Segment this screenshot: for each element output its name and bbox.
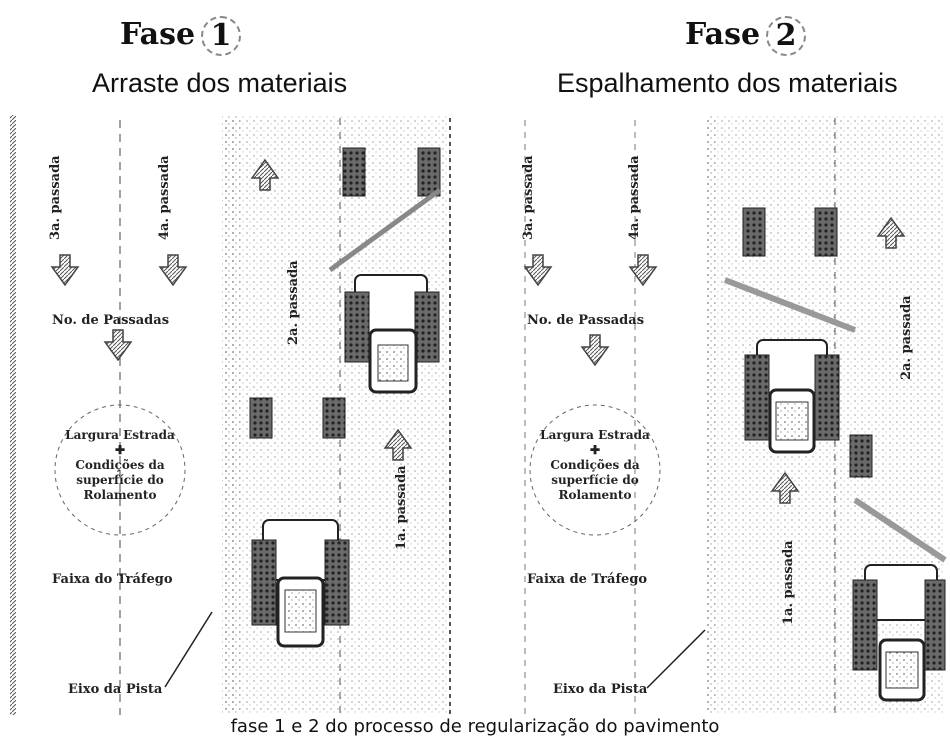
pass-4-label: 4a. passada bbox=[627, 155, 642, 240]
criteria-circle bbox=[54, 404, 186, 536]
phase-1-number: 1 bbox=[201, 16, 242, 56]
criteria-line: Rolamento bbox=[83, 488, 157, 502]
pass-4-label: 4a. passada bbox=[157, 155, 172, 240]
axis-pointer-line bbox=[646, 629, 706, 689]
criteria-circle bbox=[529, 404, 661, 536]
pass-1-label: 1a. passada bbox=[781, 540, 796, 625]
grader-machine-upper bbox=[328, 147, 442, 394]
pass-3-label: 3a. passada bbox=[521, 155, 536, 240]
grader-machine-right bbox=[849, 434, 947, 702]
axis-pointer-line bbox=[164, 611, 213, 688]
criteria-line: Condições da bbox=[550, 458, 640, 472]
road-left-shoulder bbox=[222, 115, 240, 715]
criteria-line: Rolamento bbox=[558, 488, 632, 502]
phase-label: Fase bbox=[120, 17, 196, 52]
pass-2-label: 2a. passada bbox=[899, 295, 914, 380]
figure-caption: fase 1 e 2 do processo de regularização … bbox=[230, 716, 720, 737]
road-left-shoulder bbox=[705, 115, 715, 715]
pass-4-arrow bbox=[159, 254, 187, 286]
passes-count-label: No. de Passadas bbox=[527, 313, 645, 328]
plus-icon: ✚ bbox=[114, 443, 126, 457]
pass-4-arrow bbox=[629, 254, 657, 286]
traffic-lane-label: Faixa do Tráfego bbox=[52, 572, 173, 587]
phase-2-number: 2 bbox=[766, 16, 807, 56]
passes-down-arrow bbox=[581, 334, 609, 366]
phase-label: Fase bbox=[685, 17, 761, 52]
grader-machine-upper bbox=[723, 207, 857, 454]
pass-2-label: 2a. passada bbox=[286, 260, 301, 345]
criteria-text: Largura Estrada ✚ Condições da superfíci… bbox=[530, 428, 660, 503]
phase-2-subtitle: Espalhamento dos materiais bbox=[557, 68, 898, 98]
road-axis-label: Eixo da Pista bbox=[68, 682, 163, 697]
front-wheel-left bbox=[249, 397, 273, 439]
criteria-line: Largura Estrada bbox=[65, 428, 175, 442]
criteria-line: Largura Estrada bbox=[540, 428, 650, 442]
left-edge-strip bbox=[10, 115, 16, 715]
criteria-text: Largura Estrada ✚ Condições da superfíci… bbox=[55, 428, 185, 503]
plus-icon: ✚ bbox=[589, 443, 601, 457]
passes-down-arrow bbox=[104, 329, 132, 361]
traffic-lane-label: Faixa de Tráfego bbox=[527, 572, 648, 587]
pass-1-label: 1a. passada bbox=[394, 465, 409, 550]
pass-3-arrow bbox=[51, 254, 79, 286]
front-wheel-right bbox=[322, 397, 346, 439]
criteria-line: superfície do bbox=[76, 473, 164, 487]
criteria-line: superfície do bbox=[551, 473, 639, 487]
phase-1-drawing bbox=[10, 115, 451, 715]
phase-2-drawing bbox=[524, 115, 947, 715]
road-axis-label: Eixo da Pista bbox=[553, 682, 648, 697]
grader-machine-lower bbox=[251, 519, 350, 648]
pass-3-label: 3a. passada bbox=[48, 155, 63, 240]
criteria-line: Condições da bbox=[75, 458, 165, 472]
pass-3-arrow bbox=[524, 254, 552, 286]
phase-1-subtitle: Arraste dos materiais bbox=[92, 68, 348, 98]
passes-count-label: No. de Passadas bbox=[52, 313, 170, 328]
